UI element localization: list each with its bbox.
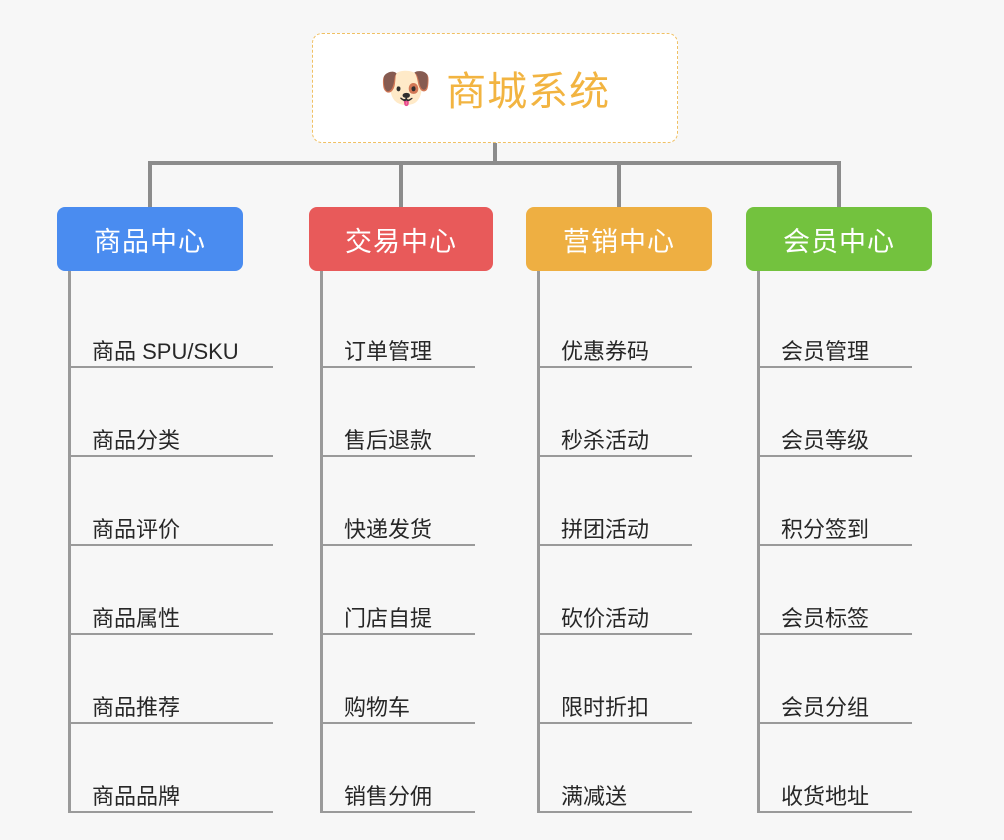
list-item[interactable]: 门店自提 — [320, 546, 493, 635]
list-item[interactable]: 满减送 — [537, 724, 712, 813]
branch-header-label: 商品中心 — [94, 226, 206, 257]
branch-header-3[interactable]: 营销中心 — [526, 207, 712, 271]
branch-header-2[interactable]: 交易中心 — [309, 207, 493, 271]
list-item[interactable]: 商品分类 — [68, 368, 273, 457]
list-item-label: 会员等级 — [781, 427, 870, 453]
list-item-label: 收货地址 — [781, 783, 870, 809]
list-item-label: 订单管理 — [344, 338, 433, 364]
list-item-label: 售后退款 — [344, 427, 433, 453]
list-item-label: 快递发货 — [344, 516, 433, 542]
branch-item-list-3: 优惠券码秒杀活动拼团活动砍价活动限时折扣满减送 — [526, 271, 712, 813]
list-item[interactable]: 商品 SPU/SKU — [68, 279, 273, 368]
connector-drop-1 — [148, 161, 152, 207]
list-item[interactable]: 商品属性 — [68, 546, 273, 635]
list-item-label: 秒杀活动 — [561, 427, 650, 453]
branch-2: 交易中心订单管理售后退款快递发货门店自提购物车销售分佣 — [309, 207, 493, 813]
list-item[interactable]: 会员等级 — [757, 368, 932, 457]
list-item-label: 商品属性 — [92, 605, 181, 631]
list-item[interactable]: 商品评价 — [68, 457, 273, 546]
list-item-label: 商品评价 — [92, 516, 181, 542]
branch-header-label: 会员中心 — [783, 226, 895, 257]
connector-drop-4 — [837, 161, 841, 207]
list-item-label: 满减送 — [561, 783, 628, 809]
list-item-label: 优惠券码 — [561, 338, 650, 364]
list-item-label: 会员管理 — [781, 338, 870, 364]
list-item-label: 会员标签 — [781, 605, 870, 631]
list-item[interactable]: 商品推荐 — [68, 635, 273, 724]
list-item[interactable]: 购物车 — [320, 635, 493, 724]
branch-item-list-2: 订单管理售后退款快递发货门店自提购物车销售分佣 — [309, 271, 493, 813]
branch-4: 会员中心会员管理会员等级积分签到会员标签会员分组收货地址 — [746, 207, 932, 813]
list-item[interactable]: 订单管理 — [320, 279, 493, 368]
list-item-label: 积分签到 — [781, 516, 870, 542]
list-item[interactable]: 拼团活动 — [537, 457, 712, 546]
list-item[interactable]: 商品品牌 — [68, 724, 273, 813]
branch-trunk-line — [537, 271, 540, 813]
list-item[interactable]: 优惠券码 — [537, 279, 712, 368]
list-item[interactable]: 会员分组 — [757, 635, 932, 724]
list-item[interactable]: 会员标签 — [757, 546, 932, 635]
branch-header-4[interactable]: 会员中心 — [746, 207, 932, 271]
list-item-label: 商品分类 — [92, 427, 181, 453]
list-item-label: 砍价活动 — [561, 605, 650, 631]
list-item-label: 拼团活动 — [561, 516, 650, 542]
list-item-label: 商品推荐 — [92, 694, 181, 720]
list-item[interactable]: 售后退款 — [320, 368, 493, 457]
list-item-label: 会员分组 — [781, 694, 870, 720]
list-item-label: 商品品牌 — [92, 783, 181, 809]
branch-trunk-line — [320, 271, 323, 813]
branch-header-1[interactable]: 商品中心 — [57, 207, 243, 271]
list-item-label: 购物车 — [344, 694, 411, 720]
list-item[interactable]: 收货地址 — [757, 724, 932, 813]
list-item-label: 销售分佣 — [344, 783, 433, 809]
list-item[interactable]: 限时折扣 — [537, 635, 712, 724]
list-item[interactable]: 砍价活动 — [537, 546, 712, 635]
root-title: 商城系统 — [446, 70, 611, 114]
list-item-label: 门店自提 — [344, 605, 433, 631]
branch-1: 商品中心商品 SPU/SKU 商品分类商品评价商品属性商品推荐商品品牌 — [57, 207, 273, 813]
branch-header-label: 交易中心 — [345, 226, 457, 257]
list-item-label: 限时折扣 — [561, 694, 650, 720]
root-node[interactable]: 🐶 商城系统 — [312, 33, 678, 143]
list-item[interactable]: 销售分佣 — [320, 724, 493, 813]
branch-3: 营销中心优惠券码秒杀活动拼团活动砍价活动限时折扣满减送 — [526, 207, 712, 813]
branch-item-list-1: 商品 SPU/SKU 商品分类商品评价商品属性商品推荐商品品牌 — [57, 271, 273, 813]
shiba-dog-face-icon: 🐶 — [379, 64, 433, 111]
branch-trunk-line — [757, 271, 760, 813]
connector-stem — [493, 143, 497, 165]
list-item[interactable]: 会员管理 — [757, 279, 932, 368]
list-item[interactable]: 积分签到 — [757, 457, 932, 546]
connector-drop-2 — [399, 161, 403, 207]
branch-item-list-4: 会员管理会员等级积分签到会员标签会员分组收货地址 — [746, 271, 932, 813]
branch-header-label: 营销中心 — [563, 226, 675, 257]
list-item-label: 商品 SPU/SKU — [92, 338, 239, 364]
connector-horizontal-bar — [150, 161, 840, 165]
branch-trunk-line — [68, 271, 71, 813]
list-item[interactable]: 快递发货 — [320, 457, 493, 546]
connector-drop-3 — [617, 161, 621, 207]
list-item[interactable]: 秒杀活动 — [537, 368, 712, 457]
